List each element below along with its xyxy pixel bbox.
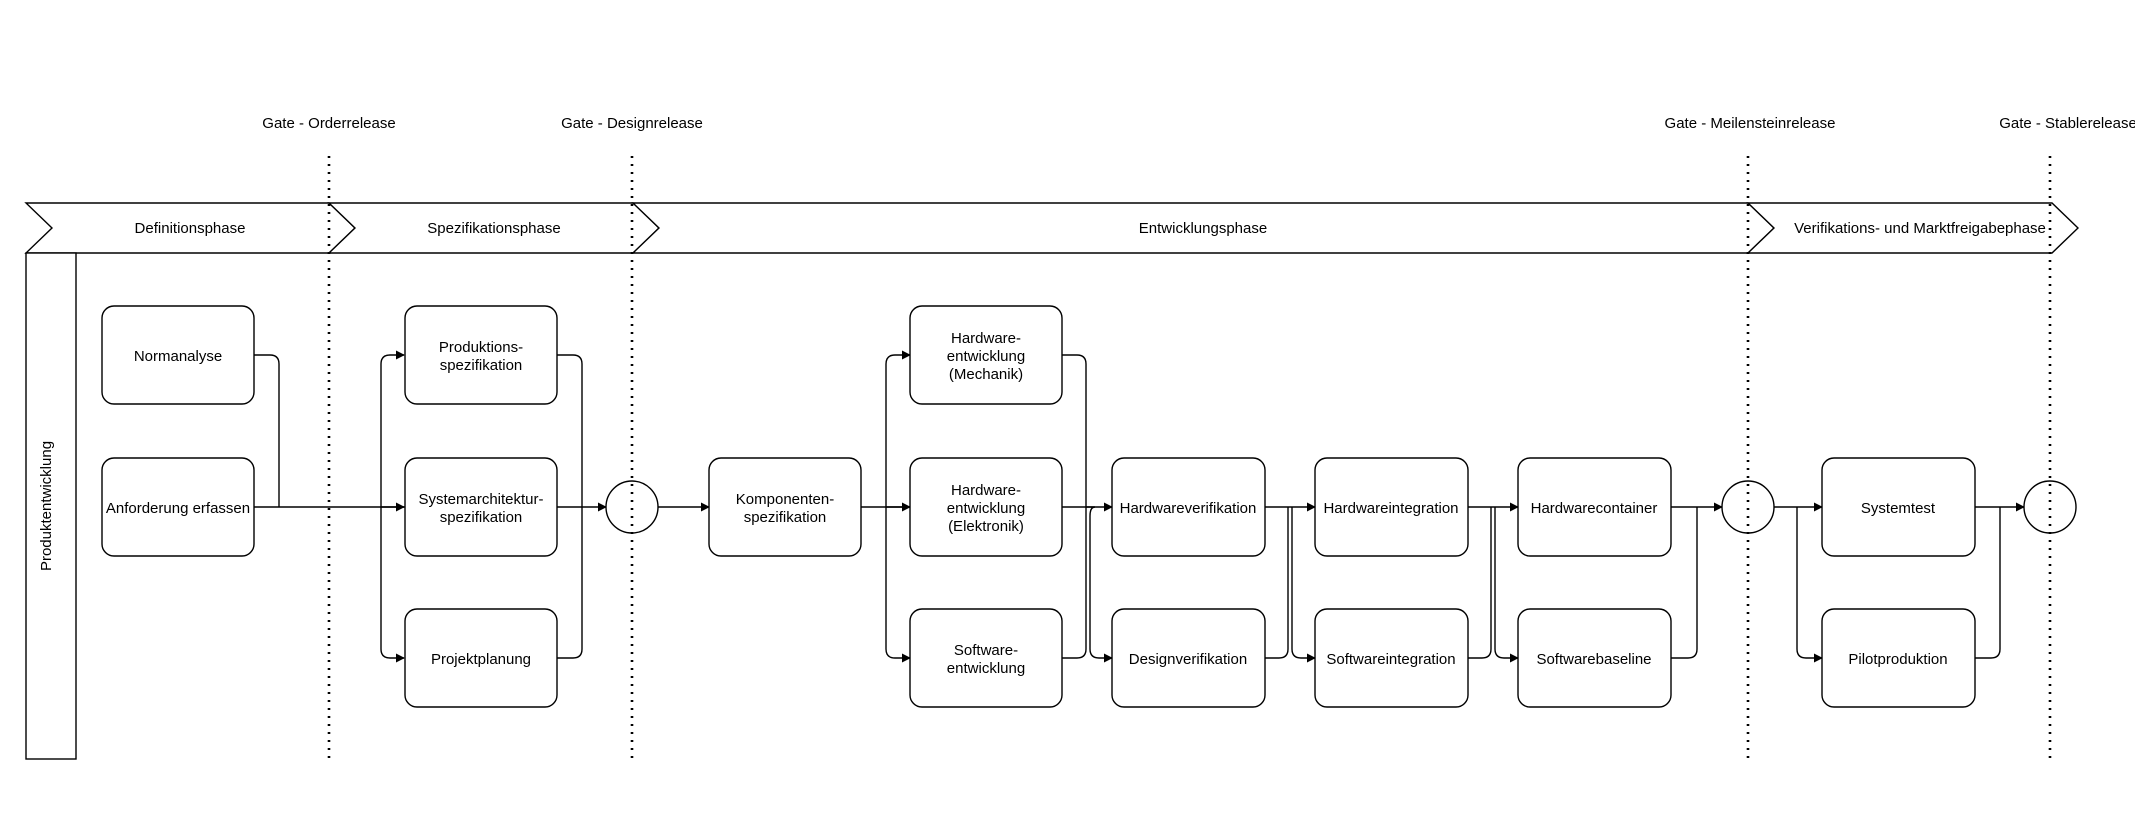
task-hw-mechanik-label-2: entwicklung <box>947 348 1025 365</box>
task-hw-elektronik-label-2: entwicklung <box>947 500 1025 517</box>
task-hardwareentwicklung-elektronik: Hardware- entwicklung (Elektronik) <box>909 457 1063 557</box>
task-hardwareintegration: Hardwareintegration <box>1314 457 1469 557</box>
task-produktions-label-2: spezifikation <box>440 357 523 374</box>
task-softwareentwicklung: Software- entwicklung <box>909 608 1063 708</box>
task-softwareintegration: Softwareintegration <box>1314 608 1469 708</box>
task-hw-integration-label: Hardwareintegration <box>1323 500 1458 517</box>
task-hw-elektronik-label-3: (Elektronik) <box>948 518 1024 535</box>
phase-label-development: Entwicklungsphase <box>1139 220 1267 237</box>
task-systemtest: Systemtest <box>1821 457 1976 557</box>
task-hardwareverifikation: Hardwareverifikation <box>1111 457 1266 557</box>
task-produktionsspezifikation: Produktions- spezifikation <box>404 305 558 405</box>
task-projektplanung: Projektplanung <box>404 608 558 708</box>
task-softwarebaseline: Softwarebaseline <box>1517 608 1672 708</box>
task-sw-integration-label: Softwareintegration <box>1326 651 1455 668</box>
phase-label-definition: Definitionsphase <box>135 220 246 237</box>
phase-chevron-verification <box>1746 202 2080 254</box>
task-pilotproduktion: Pilotproduktion <box>1821 608 1976 708</box>
task-produktions-label-1: Produktions- <box>439 339 523 356</box>
task-systemtest-label: Systemtest <box>1861 500 1936 517</box>
gate-label-stablerelease: Gate - Stablerelease <box>1999 115 2135 132</box>
task-anforderung-erfassen: Anforderung erfassen <box>101 457 255 557</box>
task-komponenten-label-1: Komponenten- <box>736 491 834 508</box>
swimlane-label: Produktentwicklung <box>38 441 55 571</box>
task-hw-mechanik-label-1: Hardware- <box>951 330 1021 347</box>
connectors <box>254 350 2025 663</box>
task-designverifikation: Designverifikation <box>1111 608 1266 708</box>
task-hardwareentwicklung-mechanik: Hardware- entwicklung (Mechanik) <box>909 305 1063 405</box>
task-anforderung-label: Anforderung erfassen <box>106 500 250 517</box>
task-komponenten-label-2: spezifikation <box>744 509 827 526</box>
task-systemarchitektur-label-2: spezifikation <box>440 509 523 526</box>
swimlane-header <box>25 252 77 760</box>
task-hw-mechanik-label-3: (Mechanik) <box>949 366 1023 383</box>
task-systemarchitektur-label-1: Systemarchitektur- <box>418 491 543 508</box>
task-hw-container-label: Hardwarecontainer <box>1531 500 1658 517</box>
task-design-verifikation-label: Designverifikation <box>1129 651 1247 668</box>
gate-label-designrelease: Gate - Designrelease <box>561 115 703 132</box>
task-hw-verifikation-label: Hardwareverifikation <box>1120 500 1257 517</box>
task-hw-elektronik-label-1: Hardware- <box>951 482 1021 499</box>
gate-label-orderrelease: Gate - Orderrelease <box>262 115 395 132</box>
task-pilotproduktion-label: Pilotproduktion <box>1848 651 1947 668</box>
task-projektplanung-label: Projektplanung <box>431 651 531 668</box>
gate-label-meilensteinrelease: Gate - Meilensteinrelease <box>1665 115 1836 132</box>
task-komponentenspezifikation: Komponenten- spezifikation <box>708 457 862 557</box>
task-normanalyse: Normanalyse <box>101 305 255 405</box>
task-normanalyse-label: Normanalyse <box>134 348 222 365</box>
task-boxes: Normanalyse Anforderung erfassen Produkt… <box>101 305 1976 708</box>
task-sw-entwicklung-label-1: Software- <box>954 642 1018 659</box>
task-hardwarecontainer: Hardwarecontainer <box>1517 457 1672 557</box>
task-sw-baseline-label: Softwarebaseline <box>1536 651 1651 668</box>
phase-label-specification: Spezifikationsphase <box>427 220 560 237</box>
phase-bar: Definitionsphase Spezifikationsphase Ent… <box>24 202 2080 254</box>
phase-label-verification: Verifikations- und Marktfreigabephase <box>1794 220 2046 237</box>
task-systemarchitekturspezifikation: Systemarchitektur- spezifikation <box>404 457 558 557</box>
task-sw-entwicklung-label-2: entwicklung <box>947 660 1025 677</box>
